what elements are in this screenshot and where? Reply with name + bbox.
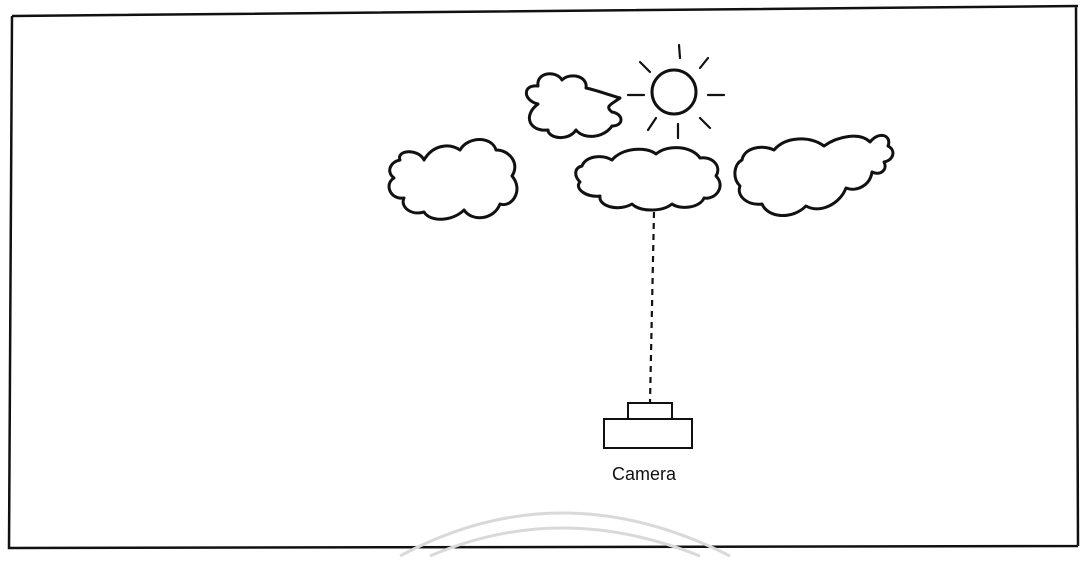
sun-icon (626, 43, 726, 140)
cloud-icon (387, 138, 519, 221)
line-of-sight (648, 211, 656, 403)
camera-icon (603, 402, 693, 449)
camera-label: Camera (612, 464, 677, 484)
cloud-icon (524, 72, 623, 139)
cloud-icon (733, 133, 895, 217)
faint-arcs (399, 511, 731, 558)
figure-border (7, 4, 1080, 550)
cloud-icon (574, 146, 722, 212)
